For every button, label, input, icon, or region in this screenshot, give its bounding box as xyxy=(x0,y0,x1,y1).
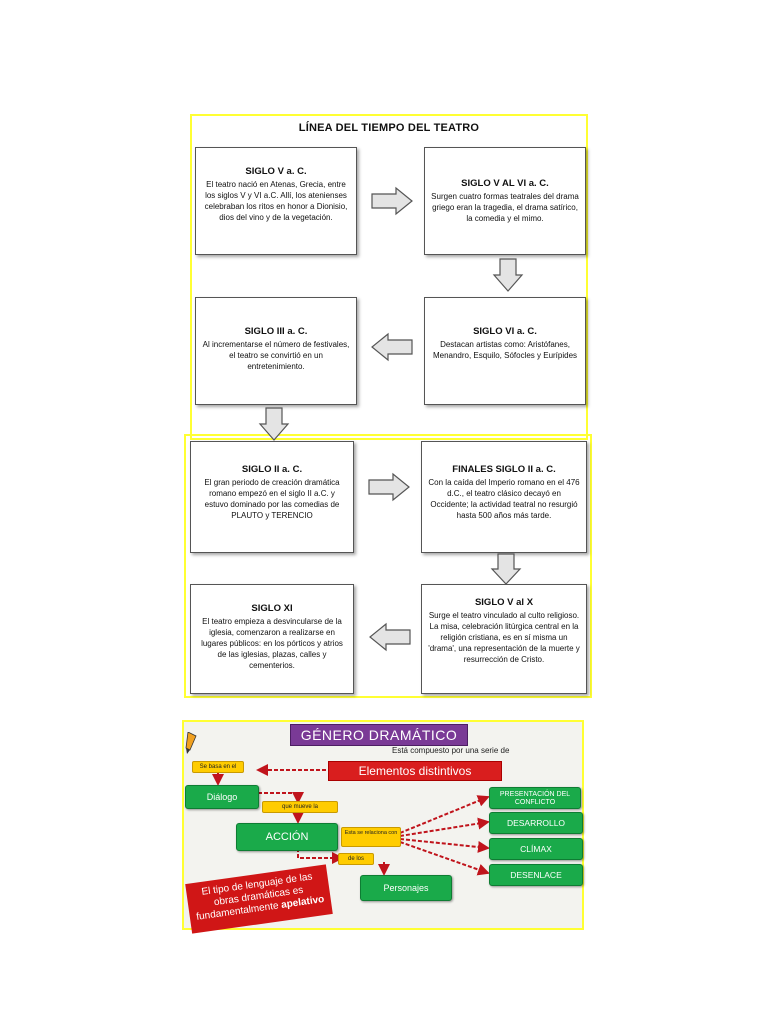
arrow-right-icon xyxy=(371,186,413,216)
timeline-box-3: SIGLO III a. C. Al incrementarse el núme… xyxy=(195,297,357,405)
arrow-left-icon xyxy=(371,332,413,362)
timeline-frame-bottom xyxy=(184,434,592,698)
box-title: SIGLO V AL VI a. C. xyxy=(461,178,549,189)
pencil-icon xyxy=(185,732,197,754)
timeline-frame-top xyxy=(190,114,588,440)
box-text: El teatro empieza a desvincularse de la … xyxy=(201,617,343,670)
timeline-box-5: SIGLO II a. C. El gran periodo de creaci… xyxy=(190,441,354,553)
parte-desarrollo: DESARROLLO xyxy=(489,812,583,834)
box-text: Con la caída del Imperio romano en el 47… xyxy=(428,478,580,520)
box-title: SIGLO III a. C. xyxy=(244,326,308,337)
accion-box: ACCIÓN xyxy=(236,823,338,851)
box-title: SIGLO XI xyxy=(251,603,293,614)
arrow-down-icon xyxy=(490,553,522,585)
tag-se-relaciona: Esta se relaciona con xyxy=(341,827,401,847)
genero-title: GÉNERO DRAMÁTICO xyxy=(290,724,468,746)
arrow-down-icon xyxy=(492,258,524,292)
box-title: SIGLO VI a. C. xyxy=(473,326,537,337)
tag-se-basa: Se basa en el xyxy=(192,761,244,773)
parte-presentacion: PRESENTACIÓN DEL CONFLICTO xyxy=(489,787,581,809)
arrow-down-icon xyxy=(258,407,290,441)
parte-desenlace: DESENLACE xyxy=(489,864,583,886)
timeline-box-4: SIGLO VI a. C. Destacan artistas como: A… xyxy=(424,297,586,405)
box-text: Al incrementarse el número de festivales… xyxy=(202,340,350,371)
tag-que-mueve: que mueve la xyxy=(262,801,338,813)
arrow-right-icon xyxy=(368,472,410,502)
genero-subtitle: Está compuesto por una serie de xyxy=(392,746,510,755)
parte-climax: CLÍMAX xyxy=(489,838,583,860)
box-text: Surgen cuatro formas teatrales del drama… xyxy=(431,192,579,223)
timeline-box-6: FINALES SIGLO II a. C. Con la caída del … xyxy=(421,441,587,553)
dialogo-box: Diálogo xyxy=(185,785,259,809)
timeline-box-2: SIGLO V AL VI a. C. Surgen cuatro formas… xyxy=(424,147,586,255)
personajes-box: Personajes xyxy=(360,875,452,901)
box-title: SIGLO V a. C. xyxy=(245,166,307,177)
box-text: Destacan artistas como: Aristófanes, Men… xyxy=(432,340,578,360)
elementos-distintivos: Elementos distintivos xyxy=(328,761,502,781)
timeline-box-1: SIGLO V a. C. El teatro nació en Atenas,… xyxy=(195,147,357,255)
box-title: SIGLO V al X xyxy=(474,597,534,608)
box-title: SIGLO II a. C. xyxy=(241,464,303,475)
box-text: El teatro nació en Atenas, Grecia, entre… xyxy=(204,180,348,222)
box-title: FINALES SIGLO II a. C. xyxy=(452,464,556,475)
timeline-box-7: SIGLO XI El teatro empieza a desvincular… xyxy=(190,584,354,694)
timeline-title: LÍNEA DEL TIEMPO DEL TEATRO xyxy=(298,122,480,134)
box-text: Surge el teatro vinculado al culto relig… xyxy=(428,611,580,664)
tag-de-los: de los xyxy=(338,853,374,865)
timeline-box-8: SIGLO V al X Surge el teatro vinculado a… xyxy=(421,584,587,694)
arrow-left-icon xyxy=(369,622,411,652)
box-text: El gran periodo de creación dramática ro… xyxy=(204,478,340,520)
